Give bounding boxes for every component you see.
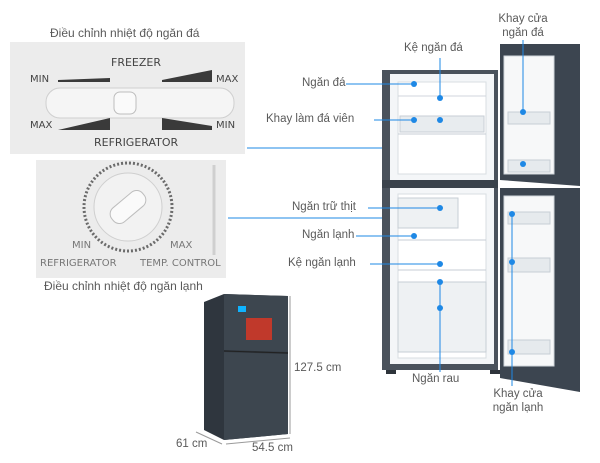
- label-freezer: Ngăn đá: [302, 77, 346, 89]
- label-ice-tray: Khay làm đá viên: [266, 113, 355, 125]
- dial-min-label: MIN: [72, 240, 92, 251]
- label-fridge: Ngăn lạnh: [302, 229, 355, 241]
- label-meat-compartment: Ngăn trữ thịt: [292, 201, 356, 213]
- freezer-control-caption: Điều chỉnh nhiệt độ ngăn đá: [50, 26, 200, 40]
- dial-temp-control-label: TEMP. CONTROL: [140, 258, 221, 269]
- closed-fridge-illustration: [195, 294, 291, 445]
- freezer-min-label: MIN: [30, 74, 50, 85]
- callout-lines: [346, 40, 524, 386]
- refrigerator-label: REFRIGERATOR: [94, 136, 179, 149]
- freezer-control-panel: [10, 42, 245, 154]
- callout-dots: [411, 81, 526, 355]
- label-vegetable-drawer: Ngăn rau: [412, 373, 460, 385]
- dimension-depth: 61 cm: [176, 438, 208, 450]
- refrigerator-min-label: MIN: [216, 120, 236, 131]
- label-fridge-door-tray: Khay cửa ngăn lạnh: [492, 388, 544, 414]
- fridge-control-panel: [36, 160, 226, 278]
- label-fridge-shelf: Kệ ngăn lạnh: [288, 257, 356, 269]
- refrigerator-max-label: MAX: [30, 120, 53, 131]
- label-freezer-shelf: Kệ ngăn đá: [404, 42, 463, 54]
- open-fridge-illustration: [382, 44, 580, 392]
- dimension-height: 127.5 cm: [294, 362, 342, 374]
- dial-refrigerator-label: REFRIGERATOR: [40, 258, 117, 269]
- dial-max-label: MAX: [170, 240, 193, 251]
- freezer-label: FREEZER: [111, 56, 161, 69]
- fridge-control-caption: Điều chỉnh nhiệt độ ngăn lạnh: [44, 279, 203, 293]
- dimension-width: 54.5 cm: [252, 442, 293, 454]
- freezer-max-label: MAX: [216, 74, 239, 85]
- label-freezer-door-tray: Khay cửa ngăn đá: [498, 13, 548, 39]
